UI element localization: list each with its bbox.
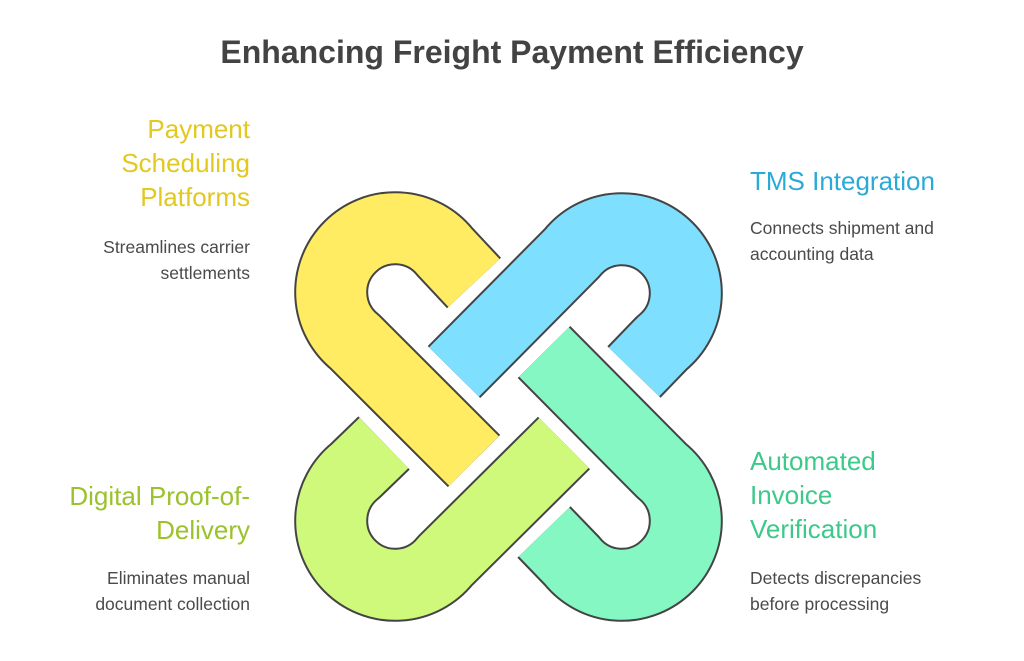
- description-line: Eliminates manual: [107, 568, 250, 588]
- heading-line: Automated: [750, 446, 876, 476]
- heading-digital-pod: Digital Proof-of- Delivery: [69, 479, 250, 547]
- heading-line: Payment: [147, 114, 250, 144]
- description-invoice-verification: Detects discrepancies before processing: [750, 565, 921, 617]
- description-line: document collection: [95, 594, 250, 614]
- heading-line: Platforms: [140, 182, 250, 212]
- description-payment-scheduling: Streamlines carrier settlements: [103, 234, 250, 286]
- heading-line: Digital Proof-of-: [69, 481, 250, 511]
- heading-line: TMS Integration: [750, 166, 935, 196]
- description-line: before processing: [750, 594, 890, 614]
- heading-invoice-verification: Automated Invoice Verification: [750, 444, 877, 546]
- heading-line: Verification: [750, 514, 878, 544]
- heading-line: Scheduling: [121, 148, 250, 178]
- heading-line: Invoice: [750, 480, 833, 510]
- link-digital-pod: [294, 416, 591, 622]
- description-line: settlements: [160, 263, 250, 283]
- link-payment-scheduling: [294, 191, 502, 488]
- description-line: Connects shipment and: [750, 218, 934, 238]
- link-invoice-verification: [517, 325, 723, 622]
- heading-payment-scheduling: Payment Scheduling Platforms: [121, 112, 250, 214]
- heading-line: Delivery: [156, 515, 250, 545]
- description-line: Detects discrepancies: [750, 568, 922, 588]
- description-digital-pod: Eliminates manual document collection: [95, 565, 250, 617]
- description-line: Streamlines carrier: [103, 237, 250, 257]
- description-line: accounting data: [750, 244, 874, 264]
- page-title: Enhancing Freight Payment Efficiency: [220, 34, 804, 70]
- heading-tms-integration: TMS Integration: [750, 164, 935, 198]
- description-tms-integration: Connects shipment and accounting data: [750, 215, 934, 267]
- link-tms-integration: [427, 192, 723, 399]
